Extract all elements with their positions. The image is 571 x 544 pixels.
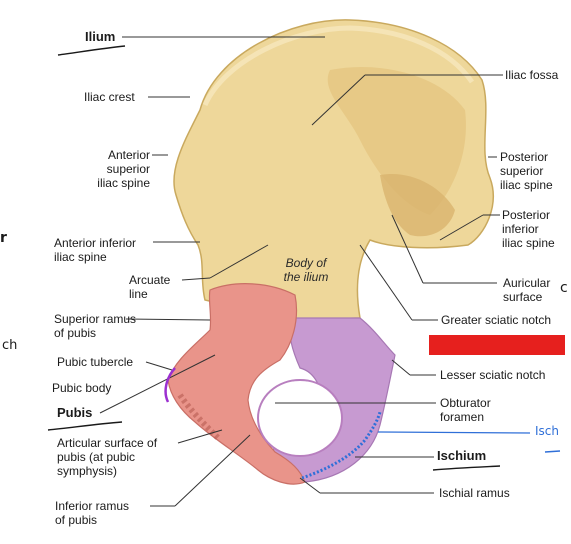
label-greater-sciatic-notch: Greater sciatic notch: [441, 313, 552, 327]
label-posterior-superior-iliac-spine: Posterior superior iliac spine: [500, 150, 553, 192]
handwriting-right-c: c: [560, 280, 568, 296]
handwriting-isch: Isch: [535, 424, 559, 438]
iliac-crest-edge: [202, 25, 475, 107]
label-posterior-inferior-iliac-spine: Posterior inferior iliac spine: [502, 208, 555, 250]
label-lesser-sciatic-notch: Lesser sciatic notch: [440, 368, 546, 382]
label-iliac-crest: Iliac crest: [84, 90, 135, 104]
label-inferior-ramus-of-pubis: Inferior ramus of pubis: [55, 499, 130, 527]
underline-ischium: [432, 465, 501, 471]
label-articular-surface: Articular surface of pubis (at pubic sym…: [57, 436, 158, 478]
obturator-foramen-shape: [257, 379, 343, 457]
leader-lines: [99, 36, 503, 507]
auricular-surface-shading: [380, 174, 455, 237]
purple-bracket: [164, 367, 176, 403]
label-pubic-tubercle: Pubic tubercle: [57, 355, 134, 369]
iliac-fossa-shading: [327, 66, 466, 216]
handwriting-left-r: r: [0, 230, 7, 246]
blue-dash: [544, 450, 561, 453]
label-ischial-ramus: Ischial ramus: [439, 486, 510, 500]
label-superior-ramus-of-pubis: Superior ramus of pubis: [54, 312, 137, 340]
handwritten-annotations: [47, 45, 561, 480]
blue-scribble-ischium: [301, 411, 382, 480]
blue-pointer-line: [377, 431, 531, 434]
label-anterior-superior-iliac-spine: Anterior superior iliac spine: [97, 148, 150, 190]
label-ischium: Ischium: [437, 448, 487, 463]
handwriting-left-ch: ch: [2, 338, 18, 353]
label-pubis: Pubis: [57, 405, 93, 420]
label-ilium: Ilium: [85, 29, 116, 44]
label-anterior-inferior-iliac-spine: Anterior inferior iliac spine: [54, 236, 137, 264]
underline-pubis: [47, 421, 123, 431]
label-body-of-ilium: Body of the ilium: [283, 256, 329, 284]
label-auricular-surface: Auricular surface: [503, 276, 551, 304]
redaction-box: [429, 335, 565, 355]
underline-ilium: [57, 45, 126, 56]
label-obturator-foramen: Obturator foramen: [440, 396, 491, 424]
label-iliac-fossa: Iliac fossa: [505, 68, 559, 82]
label-arcuate-line: Arcuate line: [129, 273, 171, 301]
label-pubic-body: Pubic body: [52, 381, 112, 395]
